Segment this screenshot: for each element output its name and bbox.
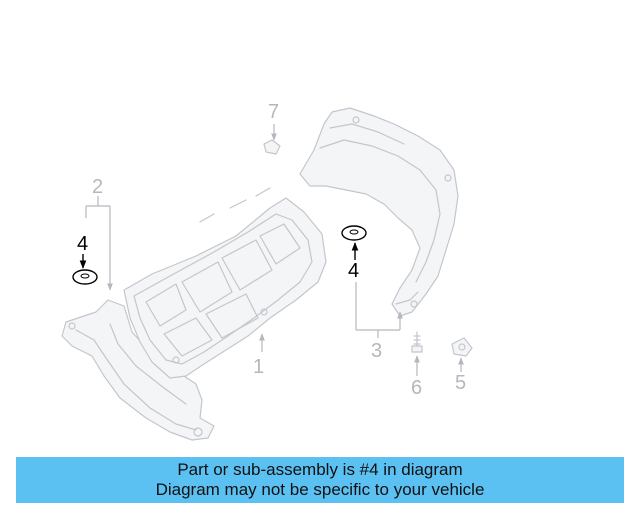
callout-5: 5 bbox=[455, 372, 466, 394]
banner-line-2: Diagram may not be specific to your vehi… bbox=[155, 480, 485, 499]
part-7-clip bbox=[263, 139, 281, 155]
callout-7: 7 bbox=[268, 101, 279, 123]
callout-2: 2 bbox=[92, 176, 103, 198]
part-6-bolt bbox=[411, 331, 423, 353]
callout-1: 1 bbox=[253, 356, 264, 378]
part-5-nut bbox=[451, 337, 473, 357]
part-2-splash-shield bbox=[61, 299, 215, 441]
leader-lines bbox=[79, 124, 464, 376]
part-3-side-shield bbox=[299, 107, 459, 317]
banner-line-1: Part or sub-assembly is #4 in diagram bbox=[177, 460, 463, 479]
callout-6: 6 bbox=[411, 377, 422, 399]
callout-4-left: 4 bbox=[77, 233, 88, 255]
callout-3: 3 bbox=[371, 340, 382, 362]
part-1-under-cover bbox=[123, 187, 327, 379]
part-4-washer-right bbox=[341, 225, 367, 241]
part-4-washer-left bbox=[72, 269, 98, 285]
callout-4-right: 4 bbox=[348, 260, 359, 282]
info-banner: Part or sub-assembly is #4 in diagram Di… bbox=[16, 457, 624, 503]
